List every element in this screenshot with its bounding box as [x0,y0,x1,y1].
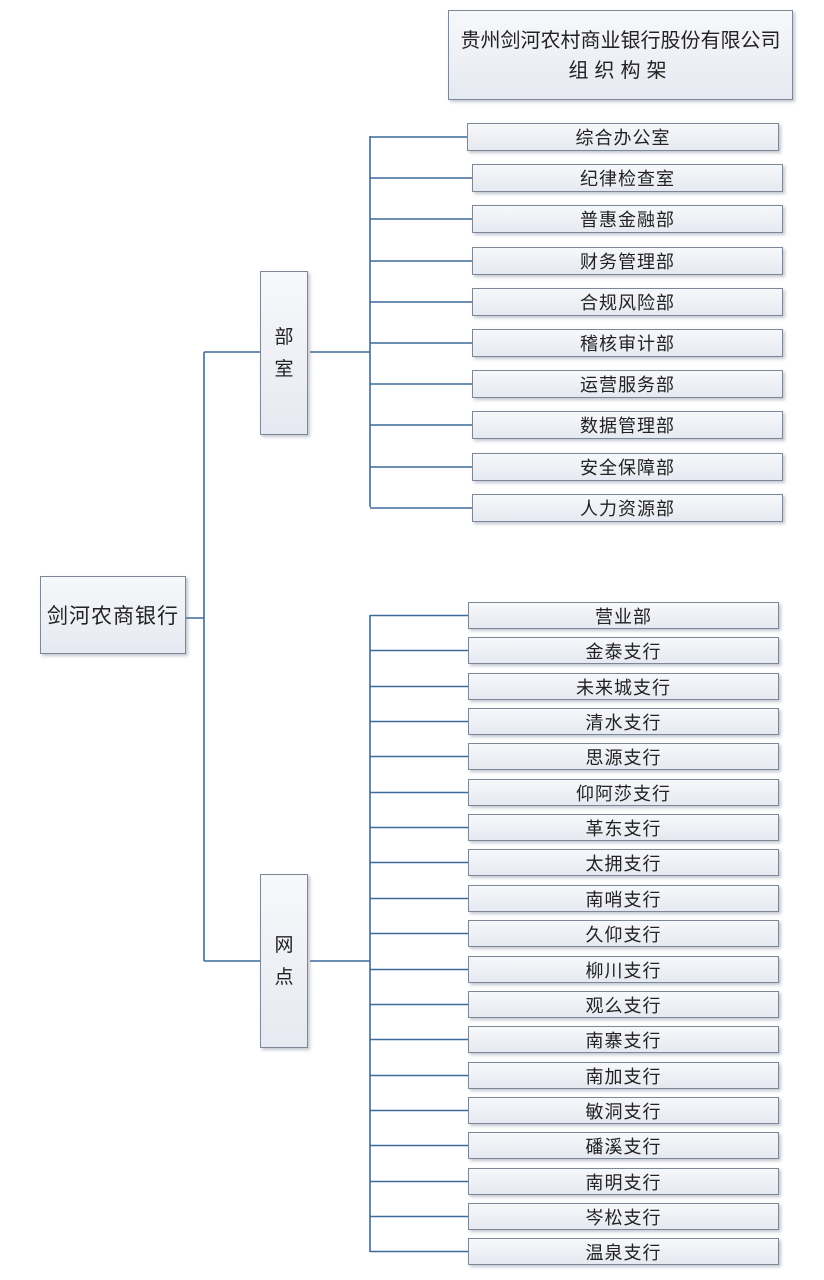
branch-node-label: 革东支行 [585,818,662,840]
branch-node-label: 仰阿莎支行 [576,783,671,805]
branch-node: 清水支行 [468,708,779,735]
branch-node: 久仰支行 [468,920,779,947]
category-label-char: 网 [274,934,294,956]
branch-node-label: 岑松支行 [585,1207,662,1229]
category-label-char: 室 [274,358,294,380]
branch-node: 营业部 [468,602,779,629]
category-node-wangdian: 网 点 [260,874,308,1048]
department-node: 安全保障部 [472,453,783,481]
department-node: 稽核审计部 [472,329,783,357]
chart-title: 贵州剑河农村商业银行股份有限公司 [460,28,781,52]
branch-node: 南加支行 [468,1062,779,1089]
department-node: 数据管理部 [472,411,783,439]
branch-node-label: 久仰支行 [585,924,662,946]
branch-node: 南寨支行 [468,1026,779,1053]
category-node-bushi: 部 室 [260,271,308,435]
department-node-label: 安全保障部 [580,458,675,479]
department-node-label: 纪律检查室 [580,169,675,190]
branch-node: 金泰支行 [468,637,779,664]
branch-node-label: 营业部 [595,606,652,628]
branch-node: 柳川支行 [468,956,779,983]
branch-node-label: 磻溪支行 [585,1136,662,1158]
item-connector-group [370,136,472,1253]
branch-node-label: 南明支行 [585,1172,662,1194]
branch-node-label: 观么支行 [585,995,662,1017]
branch-node-label: 敏洞支行 [585,1101,662,1123]
category-label-char: 部 [274,326,294,348]
branch-node: 南明支行 [468,1168,779,1195]
branch-node: 思源支行 [468,743,779,770]
department-node: 综合办公室 [467,123,779,151]
department-node-label: 人力资源部 [580,499,675,520]
branch-node: 岑松支行 [468,1203,779,1230]
branch-node: 未来城支行 [468,673,779,700]
branch-node-label: 金泰支行 [585,641,662,663]
department-node-label: 普惠金融部 [580,210,675,231]
department-node: 人力资源部 [472,494,783,522]
department-node-label: 综合办公室 [575,128,671,149]
category-label-char: 点 [274,966,294,988]
branch-node: 南哨支行 [468,885,779,912]
department-node-label: 稽核审计部 [580,334,675,355]
branch-node-label: 南加支行 [585,1066,662,1088]
department-node: 运营服务部 [472,370,783,398]
department-node-label: 运营服务部 [580,375,675,396]
branch-node: 磻溪支行 [468,1132,779,1159]
department-node: 普惠金融部 [472,205,783,233]
chart-title-box: 贵州剑河农村商业银行股份有限公司 组织构架 [448,10,793,100]
department-node: 纪律检查室 [472,164,783,192]
branch-node: 革东支行 [468,814,779,841]
branch-node-label: 南哨支行 [585,889,662,911]
branch-node: 仰阿莎支行 [468,779,779,806]
branch-node-label: 柳川支行 [585,960,662,982]
root-node: 剑河农商银行 [40,576,186,654]
chart-subtitle: 组织构架 [568,58,673,82]
branch-node: 太拥支行 [468,849,779,876]
branch-node-label: 温泉支行 [585,1242,662,1264]
branch-node-label: 清水支行 [585,712,662,734]
department-node-label: 合规风险部 [580,293,675,314]
department-node: 财务管理部 [472,247,783,275]
branch-node: 观么支行 [468,991,779,1018]
branch-node: 温泉支行 [468,1238,779,1265]
root-node-label: 剑河农商银行 [47,604,179,628]
department-node-label: 数据管理部 [580,416,675,437]
branch-node-label: 未来城支行 [576,677,671,699]
department-node: 合规风险部 [472,288,783,316]
branch-node-label: 太拥支行 [585,853,662,875]
branch-node-label: 思源支行 [585,747,662,769]
branch-node: 敏洞支行 [468,1097,779,1124]
branch-node-label: 南寨支行 [585,1030,662,1052]
department-node-label: 财务管理部 [580,252,675,273]
